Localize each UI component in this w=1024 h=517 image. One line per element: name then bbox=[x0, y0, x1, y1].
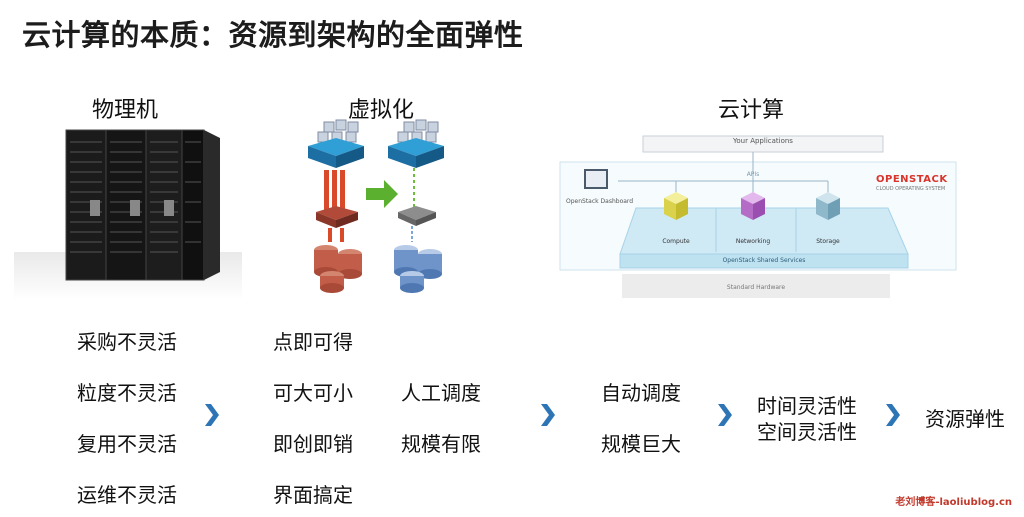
openstack-brand-sub: CLOUD OPERATING SYSTEM bbox=[876, 186, 946, 192]
auto-item: 自动调度 bbox=[601, 381, 681, 405]
flex-item: 空间灵活性 bbox=[757, 420, 857, 444]
apis-label: APIs bbox=[746, 171, 760, 178]
openstack-brand: OPENSTACK bbox=[876, 174, 948, 185]
auto-item: 规模巨大 bbox=[601, 432, 681, 456]
virtual-item: 界面搞定 bbox=[273, 483, 353, 507]
dashboard-label: OpenStack Dashboard bbox=[566, 198, 634, 205]
virtualization-image bbox=[308, 119, 444, 293]
compute-label: Compute bbox=[662, 238, 690, 245]
shared-services-label: OpenStack Shared Services bbox=[722, 257, 806, 264]
server-rack-image bbox=[14, 129, 242, 300]
manual-item: 规模有限 bbox=[401, 432, 481, 456]
virtual-item: 点即可得 bbox=[273, 330, 353, 354]
heading-cloud: 云计算 bbox=[718, 98, 785, 123]
chevron-right-icon bbox=[205, 404, 219, 426]
networking-label: Networking bbox=[735, 238, 771, 245]
flex-item: 时间灵活性 bbox=[757, 394, 857, 418]
your-applications-label: Your Applications bbox=[733, 137, 793, 145]
result-label: 资源弹性 bbox=[925, 407, 1005, 431]
heading-physical: 物理机 bbox=[92, 98, 159, 123]
chevron-right-icon bbox=[886, 404, 900, 426]
virtual-item: 即创即销 bbox=[273, 432, 353, 456]
physical-item: 粒度不灵活 bbox=[77, 381, 177, 405]
physical-item: 运维不灵活 bbox=[77, 483, 177, 507]
chevron-right-icon bbox=[541, 404, 555, 426]
standard-hardware-label: Standard Hardware bbox=[726, 284, 786, 291]
heading-virtual: 虚拟化 bbox=[348, 98, 415, 123]
openstack-diagram: Your Applications APIs OPENSTACK CLOUD O… bbox=[558, 124, 958, 304]
watermark: 老刘博客-laoliublog.cn bbox=[895, 497, 1012, 508]
virtual-item: 可大可小 bbox=[273, 381, 353, 405]
manual-item: 人工调度 bbox=[401, 381, 481, 405]
storage-label: Storage bbox=[816, 238, 840, 245]
chevron-right-icon bbox=[718, 404, 732, 426]
physical-item: 采购不灵活 bbox=[77, 330, 177, 354]
physical-item: 复用不灵活 bbox=[77, 432, 177, 456]
openstack-graphics bbox=[559, 135, 957, 298]
page-title: 云计算的本质：资源到架构的全面弹性 bbox=[22, 18, 524, 52]
